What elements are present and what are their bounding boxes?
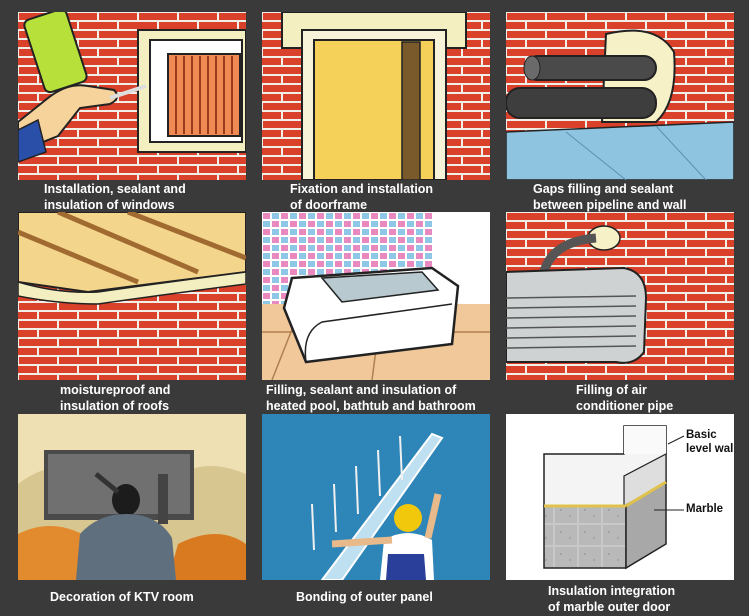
panel-roofs — [18, 212, 246, 380]
window-illustration — [18, 12, 246, 180]
caption-window-installation: Installation, sealant and insulation of … — [44, 182, 186, 212]
panel-outer-panel — [262, 414, 490, 580]
roof-illustration — [18, 212, 246, 380]
panel-bathtub — [262, 212, 490, 380]
air-conditioner-illustration — [506, 212, 734, 380]
caption-doorframe: Fixation and installation of doorframe — [290, 182, 434, 212]
caption-ktv-room: Decoration of KTV room — [50, 590, 194, 604]
label-basic-level-wall: Basic level wall — [686, 429, 734, 455]
panel-pipeline — [506, 12, 734, 180]
bathtub-illustration — [262, 212, 490, 380]
panel-air-conditioner — [506, 212, 734, 380]
panel-doorframe — [262, 12, 490, 180]
panel-marble-door: Basic level wall Marble — [506, 414, 734, 580]
caption-bathtub: Filling, sealant and insulation of heate… — [266, 383, 476, 413]
doorframe-illustration — [262, 12, 490, 180]
caption-air-conditioner: Filling of air conditioner pipe — [576, 383, 674, 413]
panel-window-installation — [18, 12, 246, 180]
pipeline-illustration — [506, 12, 734, 180]
label-marble: Marble — [686, 503, 724, 515]
caption-roofs: moistureproof and insulation of roofs — [60, 383, 171, 413]
outer-panel-photo — [262, 414, 490, 580]
ktv-room-photo — [18, 414, 246, 580]
caption-pipeline: Gaps filling and sealant between pipelin… — [533, 182, 687, 212]
marble-diagram — [506, 414, 734, 580]
panel-ktv-room — [18, 414, 246, 580]
caption-marble-door: Insulation integration of marble outer d… — [548, 584, 676, 614]
caption-outer-panel: Bonding of outer panel — [296, 590, 433, 604]
